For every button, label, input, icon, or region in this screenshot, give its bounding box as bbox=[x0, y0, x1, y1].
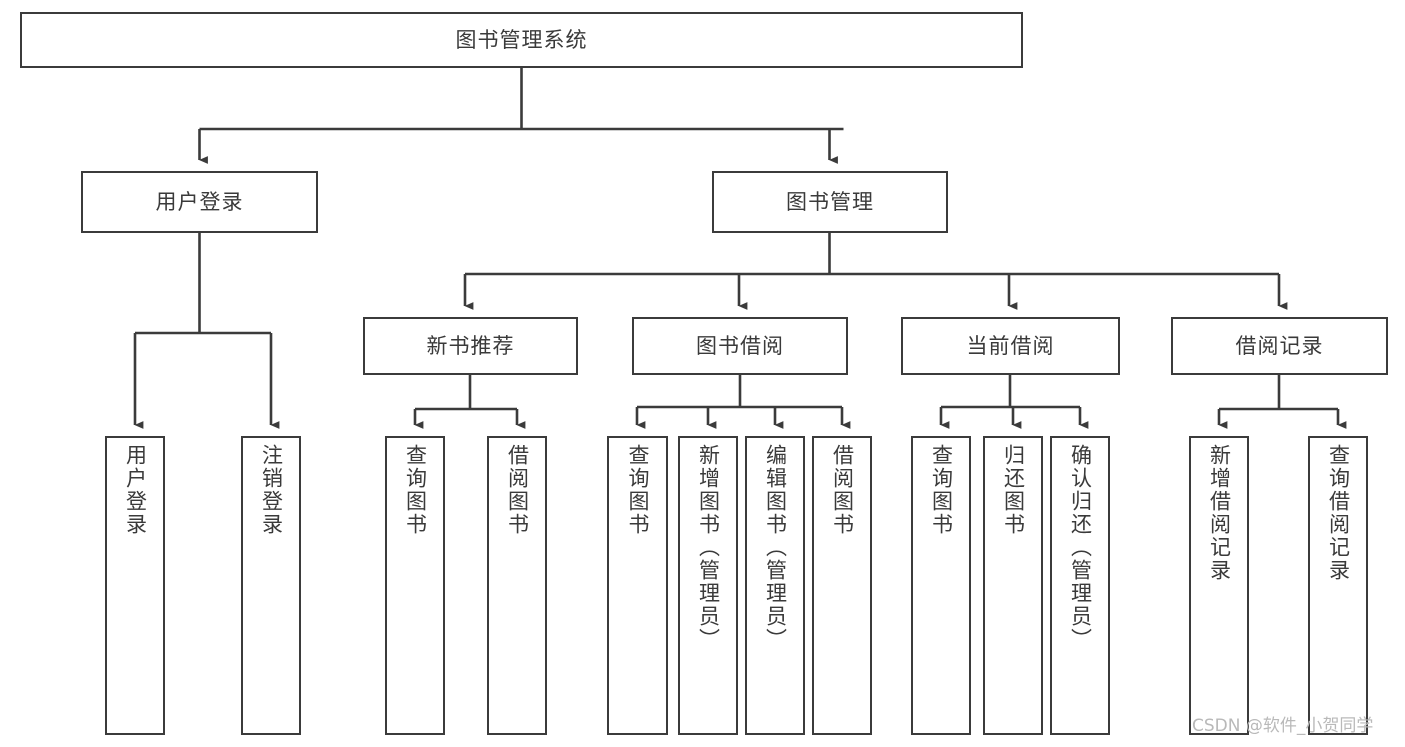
node-book-manage-label: 图书管理 bbox=[786, 189, 874, 214]
node-leaf-add-book[interactable]: 新增图书（管理员） bbox=[678, 436, 738, 735]
node-leaf-query-book-2[interactable]: 查询图书 bbox=[607, 436, 668, 735]
node-book-borrow[interactable]: 图书借阅 bbox=[632, 317, 848, 375]
node-leaf-confirm-return-label: 确认归还（管理员） bbox=[1068, 444, 1093, 651]
node-leaf-query-book-2-label: 查询图书 bbox=[626, 444, 650, 536]
node-user-login-label: 用户登录 bbox=[155, 189, 244, 214]
node-leaf-query-record-label: 查询借阅记录 bbox=[1326, 444, 1351, 582]
node-root[interactable]: 图书管理系统 bbox=[20, 12, 1023, 68]
node-leaf-add-book-label: 新增图书（管理员） bbox=[696, 444, 721, 651]
node-leaf-query-book-1[interactable]: 查询图书 bbox=[385, 436, 445, 735]
node-leaf-query-book-3-label: 查询图书 bbox=[929, 444, 954, 536]
node-leaf-user-login[interactable]: 用户登录 bbox=[105, 436, 165, 735]
node-leaf-user-login-label: 用户登录 bbox=[123, 444, 148, 536]
node-leaf-add-record[interactable]: 新增借阅记录 bbox=[1189, 436, 1249, 735]
node-leaf-edit-book[interactable]: 编辑图书（管理员） bbox=[745, 436, 805, 735]
node-leaf-borrow-book-2-label: 借阅图书 bbox=[830, 444, 855, 536]
node-leaf-borrow-book-1-label: 借阅图书 bbox=[505, 444, 530, 536]
node-borrow-record-label: 借阅记录 bbox=[1235, 333, 1324, 358]
node-book-borrow-label: 图书借阅 bbox=[696, 333, 784, 358]
csdn-watermark: CSDN @软件_小贺同学 bbox=[1192, 716, 1374, 736]
node-current-borrow[interactable]: 当前借阅 bbox=[901, 317, 1120, 375]
node-leaf-borrow-book-2[interactable]: 借阅图书 bbox=[812, 436, 872, 735]
node-leaf-query-book-1-label: 查询图书 bbox=[403, 444, 428, 536]
node-user-login[interactable]: 用户登录 bbox=[81, 171, 318, 233]
node-leaf-logout-label: 注销登录 bbox=[259, 444, 284, 536]
node-leaf-add-record-label: 新增借阅记录 bbox=[1207, 444, 1232, 582]
node-leaf-borrow-book-1[interactable]: 借阅图书 bbox=[487, 436, 547, 735]
node-leaf-edit-book-label: 编辑图书（管理员） bbox=[763, 444, 788, 651]
node-current-borrow-label: 当前借阅 bbox=[966, 333, 1055, 358]
node-leaf-logout[interactable]: 注销登录 bbox=[241, 436, 301, 735]
node-book-manage[interactable]: 图书管理 bbox=[712, 171, 948, 233]
node-new-book-recommend-label: 新书推荐 bbox=[426, 333, 515, 358]
node-leaf-confirm-return[interactable]: 确认归还（管理员） bbox=[1050, 436, 1110, 735]
node-leaf-query-record[interactable]: 查询借阅记录 bbox=[1308, 436, 1368, 735]
node-leaf-return-book-label: 归还图书 bbox=[1001, 444, 1026, 536]
node-root-label: 图书管理系统 bbox=[455, 27, 588, 52]
node-borrow-record[interactable]: 借阅记录 bbox=[1171, 317, 1388, 375]
node-leaf-query-book-3[interactable]: 查询图书 bbox=[911, 436, 971, 735]
node-new-book-recommend[interactable]: 新书推荐 bbox=[363, 317, 578, 375]
node-leaf-return-book[interactable]: 归还图书 bbox=[983, 436, 1043, 735]
